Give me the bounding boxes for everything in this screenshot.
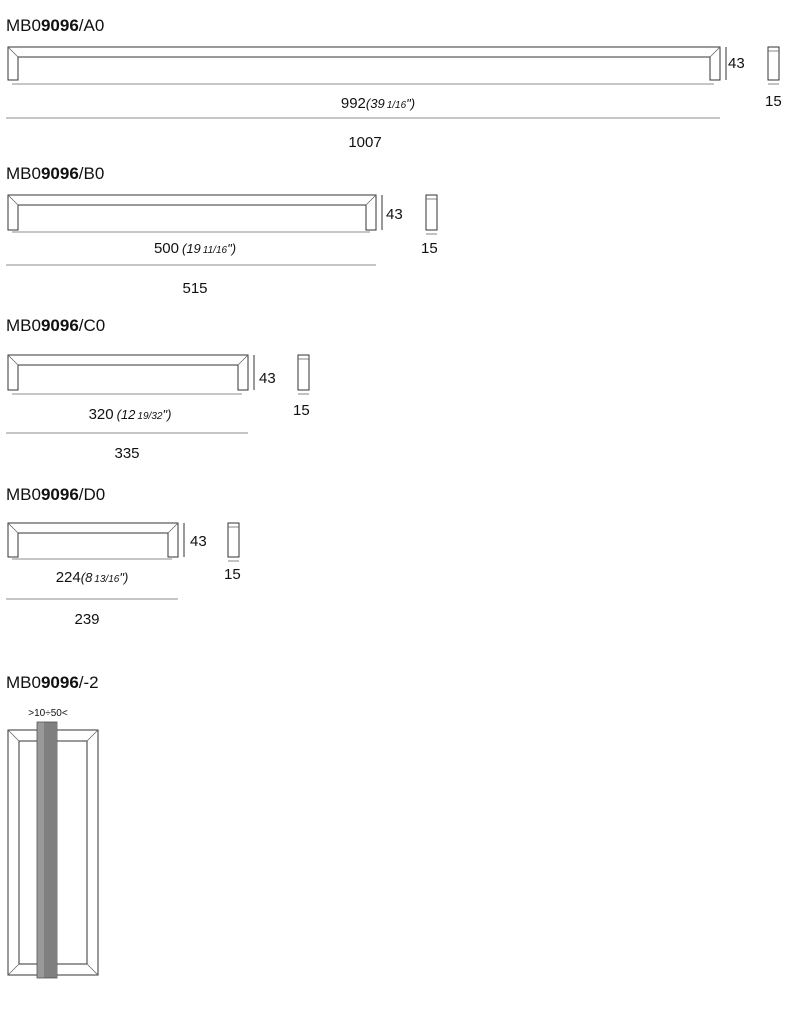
handle-side-view [227,522,240,558]
handle-bevel-left [7,354,19,366]
bevel-corner [7,963,20,976]
variant-a-height: 43 [728,55,745,72]
variant-c-height: 43 [259,370,276,387]
handle-side-view [767,46,780,81]
variant-d-height: 43 [190,533,207,550]
handle-front-view [7,46,721,81]
handle-bevel-left [7,522,19,534]
variant-a-total-length: 1007 [348,134,381,151]
variant-b-code: MB09096/B0 [6,164,104,183]
handle-bevel-right [237,354,249,366]
handle-bevel-left [7,46,19,58]
variant-a-depth: 15 [765,93,782,110]
handle-bevel-right [365,194,377,206]
bevel-corner [86,963,99,976]
back-to-back-code: MB09096/-2 [6,673,99,692]
variant-d-total-length: 239 [74,611,99,628]
handle-bevel-right [709,46,721,58]
bevel-corner [7,729,20,742]
handle-bevel-right [167,522,179,534]
variant-b-depth: 15 [421,240,438,257]
variant-c-code: MB09096/C0 [6,316,105,335]
variant-d-depth: 15 [224,566,241,583]
variant-b-height: 43 [386,206,403,223]
handle-side-view [425,194,438,231]
handle-bevel-left [7,194,19,206]
handle-front-view [7,522,179,558]
handle-front-view [7,194,377,231]
handle-front-view [7,354,249,391]
variant-c-total-length: 335 [114,445,139,462]
door-thickness-label: >10÷50< [28,708,68,719]
bevel-corner [86,729,99,742]
variant-d-code: MB09096/D0 [6,485,105,504]
variant-b-total-length: 515 [182,280,207,297]
handle-side-view [297,354,310,391]
variant-a-code: MB09096/A0 [6,16,104,35]
variant-c-depth: 15 [293,402,310,419]
